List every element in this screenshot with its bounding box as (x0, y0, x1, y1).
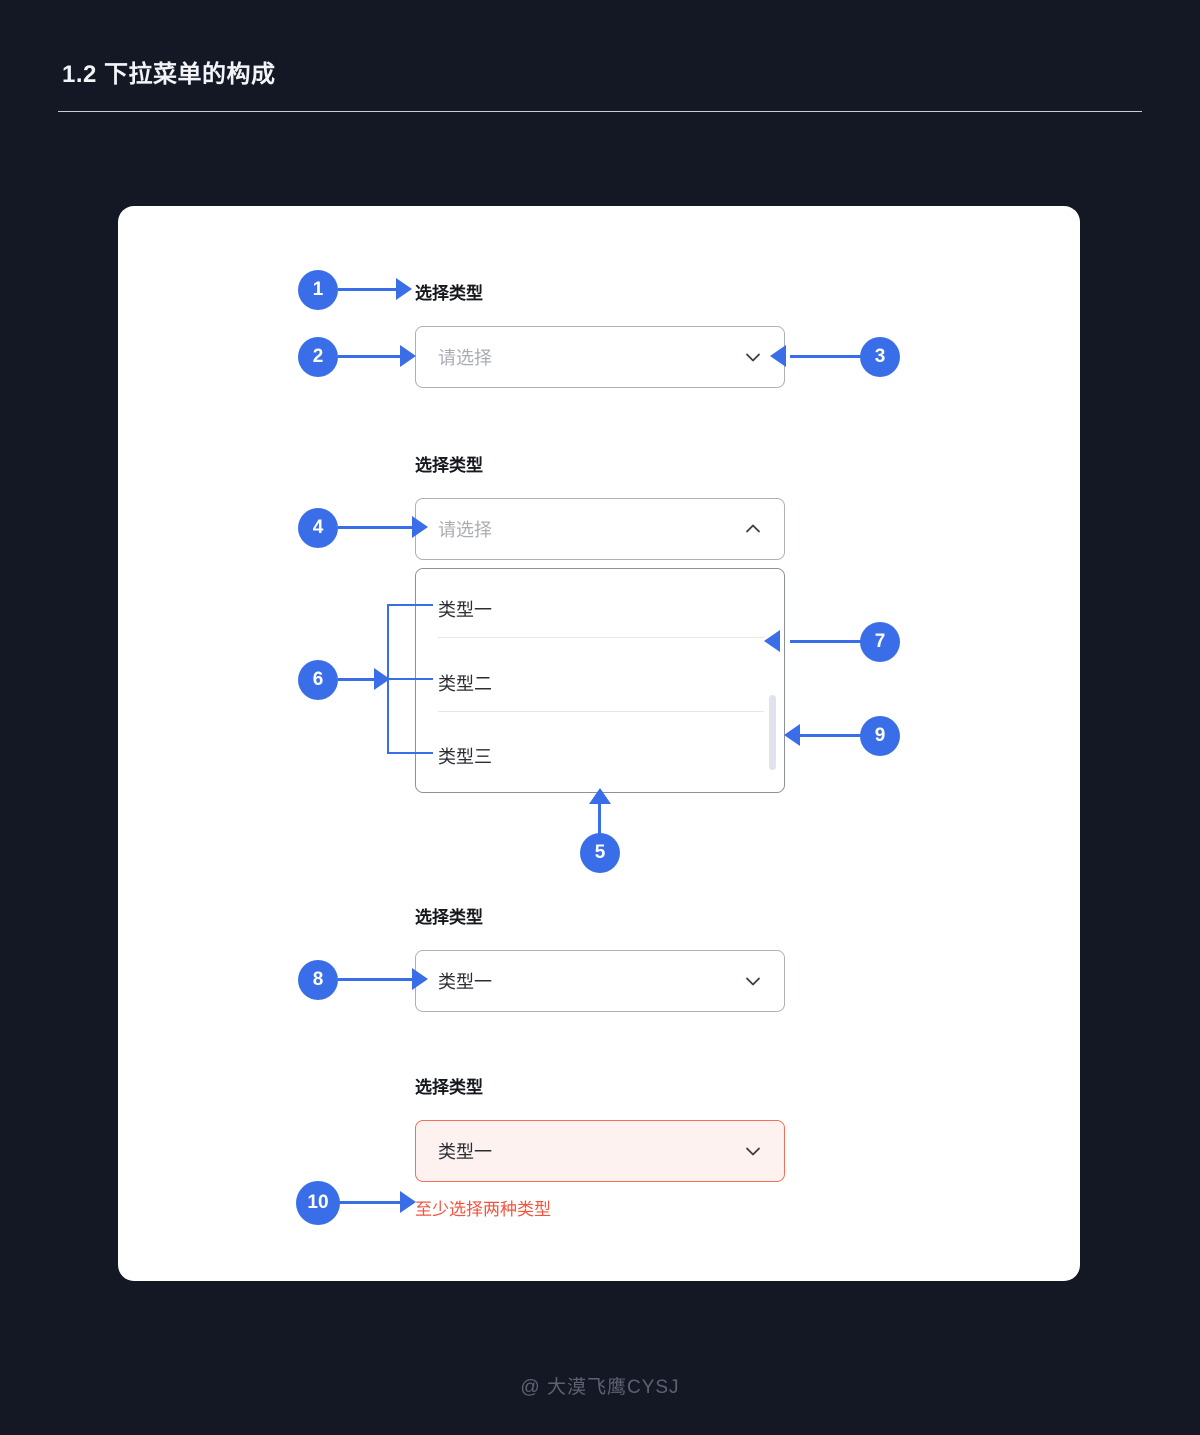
leader-line-9 (800, 734, 862, 737)
field-label-expanded: 选择类型 (415, 456, 483, 475)
field-label-error: 选择类型 (415, 1078, 483, 1097)
marker-8[interactable]: 8 (298, 960, 338, 1000)
select-expanded[interactable]: 请选择 (415, 498, 785, 560)
chevron-up-icon[interactable] (742, 518, 764, 540)
marker-1[interactable]: 1 (298, 270, 338, 310)
leader-line-7 (790, 640, 862, 643)
leader-arrow-3 (770, 345, 786, 367)
marker-7[interactable]: 7 (860, 622, 900, 662)
leader-line-1 (338, 288, 400, 291)
marker-3[interactable]: 3 (860, 337, 900, 377)
select-default-value: 请选择 (438, 348, 492, 368)
leader-arrow-6 (374, 668, 390, 690)
leader-arrow-4 (412, 516, 428, 538)
select-error[interactable]: 类型一 (415, 1120, 785, 1182)
error-message: 至少选择两种类型 (415, 1200, 551, 1219)
select-selected-value: 类型一 (438, 972, 492, 992)
marker-2[interactable]: 2 (298, 337, 338, 377)
leader-line-4 (338, 526, 416, 529)
bracket-tick-option-1 (387, 604, 433, 606)
marker-5[interactable]: 5 (580, 833, 620, 873)
bracket-tick-option-3 (387, 752, 433, 754)
chevron-down-icon[interactable] (742, 346, 764, 368)
leader-line-3 (790, 355, 862, 358)
field-label-selected: 选择类型 (415, 908, 483, 927)
leader-arrow-1 (396, 278, 412, 300)
leader-arrow-5 (589, 788, 611, 804)
field-label-default: 选择类型 (415, 284, 483, 303)
page-title: 1.2 下拉菜单的构成 (62, 61, 276, 88)
leader-line-8 (338, 978, 416, 981)
dropdown-divider-2 (438, 711, 764, 712)
dropdown-option-2[interactable]: 类型二 (438, 674, 492, 694)
leader-arrow-9 (784, 724, 800, 746)
leader-arrow-7 (764, 630, 780, 652)
header-divider (58, 111, 1142, 112)
dropdown-divider-1 (438, 637, 764, 638)
marker-9[interactable]: 9 (860, 716, 900, 756)
leader-arrow-2 (400, 345, 416, 367)
marker-4[interactable]: 4 (298, 508, 338, 548)
marker-6[interactable]: 6 (298, 660, 338, 700)
leader-arrow-10 (400, 1191, 416, 1213)
select-expanded-value: 请选择 (438, 520, 492, 540)
leader-line-10 (338, 1201, 406, 1204)
dropdown-option-3[interactable]: 类型三 (438, 747, 492, 767)
select-error-value: 类型一 (438, 1142, 492, 1162)
select-default[interactable]: 请选择 (415, 326, 785, 388)
chevron-down-icon[interactable] (742, 1140, 764, 1162)
marker-10[interactable]: 10 (296, 1181, 340, 1225)
select-selected[interactable]: 类型一 (415, 950, 785, 1012)
dropdown-option-1[interactable]: 类型一 (438, 600, 492, 620)
leader-line-6 (338, 678, 378, 681)
watermark: @ 大漠飞鹰CYSJ (520, 1377, 680, 1398)
chevron-down-icon[interactable] (742, 970, 764, 992)
bracket-tick-option-2 (387, 678, 433, 680)
leader-line-5 (598, 800, 601, 838)
leader-arrow-8 (412, 968, 428, 990)
spec-card: 选择类型 请选择 选择类型 请选择 类型一 类型二 类型三 选择类型 (118, 206, 1080, 1281)
dropdown-panel: 类型一 类型二 类型三 (415, 568, 785, 793)
leader-line-2 (338, 355, 404, 358)
dropdown-scrollbar[interactable] (769, 695, 776, 770)
